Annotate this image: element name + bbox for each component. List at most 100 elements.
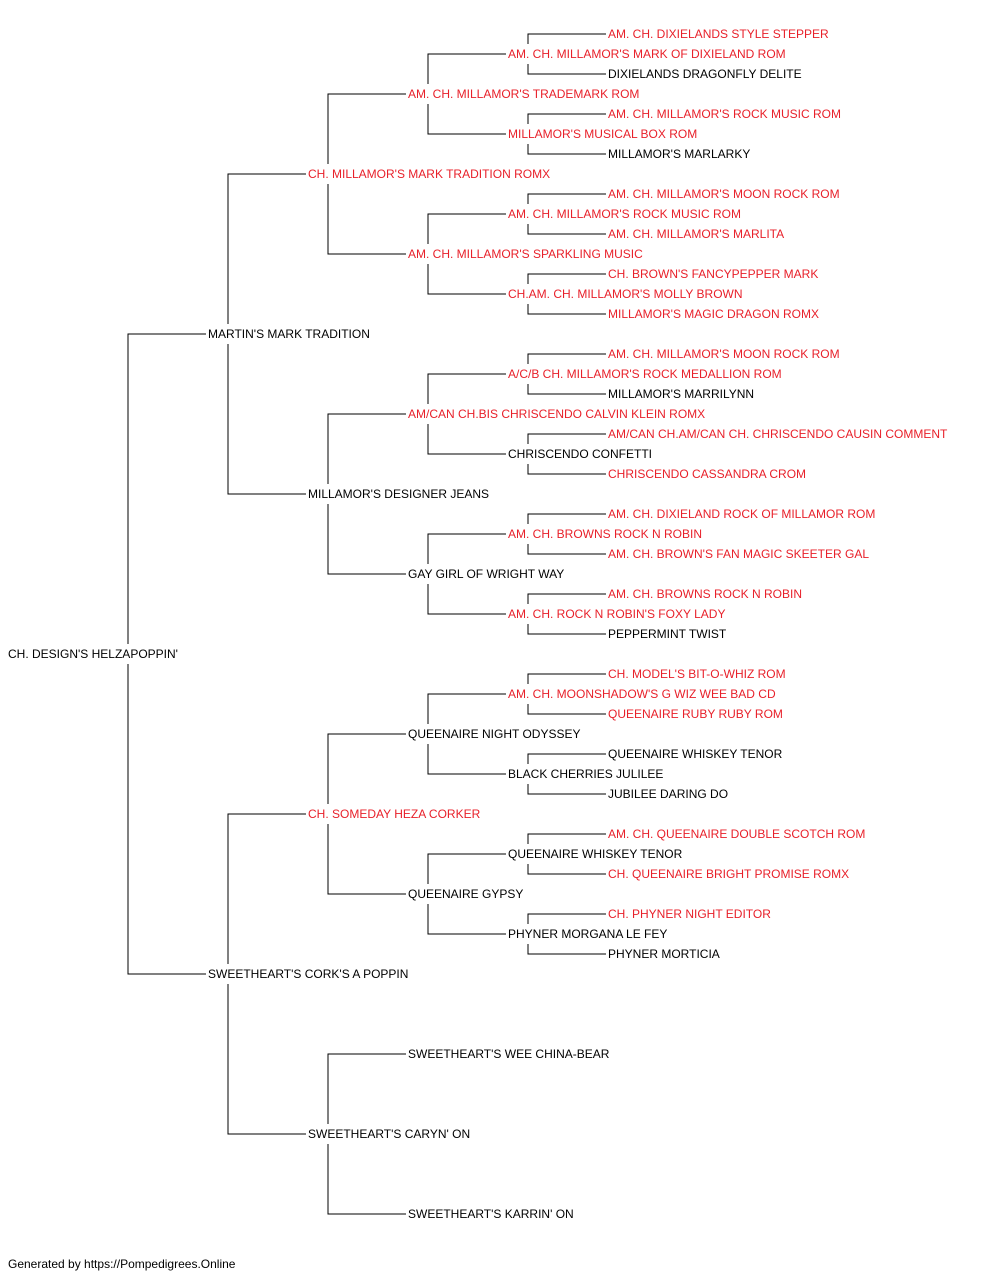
- ancestor-name: GAY GIRL OF WRIGHT WAY: [407, 567, 566, 581]
- ancestor-name: CH. BROWN'S FANCYPEPPER MARK: [607, 267, 820, 281]
- ancestor-name: AM. CH. BROWNS ROCK N ROBIN: [507, 527, 704, 541]
- ancestor-name: MARTIN'S MARK TRADITION: [207, 327, 371, 341]
- subject-name: CH. DESIGN'S HELZAPOPPIN': [7, 647, 179, 661]
- ancestor-name: AM/CAN CH.AM/CAN CH. CHRISCENDO CAUSIN C…: [607, 427, 949, 441]
- ancestor-name: MILLAMOR'S MARLARKY: [607, 147, 752, 161]
- ancestor-name: AM. CH. DIXIELAND ROCK OF MILLAMOR ROM: [607, 507, 877, 521]
- ancestor-name: CH. PHYNER NIGHT EDITOR: [607, 907, 772, 921]
- pedigree-connector: [327, 93, 406, 164]
- pedigree-connector: [227, 984, 306, 1135]
- pedigree-connector: [427, 213, 506, 244]
- pedigree-connector: [127, 333, 206, 644]
- pedigree-connector: [327, 824, 406, 895]
- ancestor-name: CH. MODEL'S BIT-O-WHIZ ROM: [607, 667, 787, 681]
- pedigree-connector: [527, 113, 606, 124]
- pedigree-connector: [527, 64, 606, 75]
- ancestor-name: SWEETHEART'S CORK'S A POPPIN: [207, 967, 410, 981]
- ancestor-name: QUEENAIRE NIGHT ODYSSEY: [407, 727, 582, 741]
- pedigree-connector: [327, 504, 406, 575]
- pedigree-connector: [527, 304, 606, 315]
- pedigree-connector: [527, 273, 606, 284]
- pedigree-connector: [527, 864, 606, 875]
- ancestor-name: AM. CH. QUEENAIRE DOUBLE SCOTCH ROM: [607, 827, 867, 841]
- ancestor-name: CH. SOMEDAY HEZA CORKER: [307, 807, 482, 821]
- pedigree-connector: [527, 544, 606, 555]
- ancestor-name: SWEETHEART'S KARRIN' ON: [407, 1207, 575, 1221]
- ancestor-name: CH. MILLAMOR'S MARK TRADITION ROMX: [307, 167, 552, 181]
- pedigree-connector: [527, 833, 606, 844]
- ancestor-name: AM. CH. ROCK N ROBIN'S FOXY LADY: [507, 607, 727, 621]
- pedigree-connector: [127, 664, 206, 975]
- pedigree-connector: [527, 384, 606, 395]
- ancestor-name: PHYNER MORTICIA: [607, 947, 721, 961]
- ancestor-name: AM/CAN CH.BIS CHRISCENDO CALVIN KLEIN RO…: [407, 407, 707, 421]
- ancestor-name: MILLAMOR'S MARRILYNN: [607, 387, 756, 401]
- ancestor-name: QUEENAIRE GYPSY: [407, 887, 525, 901]
- pedigree-connector: [227, 813, 306, 964]
- pedigree-connector: [527, 353, 606, 364]
- ancestor-name: AM. CH. MILLAMOR'S MOON ROCK ROM: [607, 347, 841, 361]
- pedigree-connector: [527, 433, 606, 444]
- ancestor-name: AM. CH. BROWNS ROCK N ROBIN: [607, 587, 804, 601]
- ancestor-name: DIXIELANDS DRAGONFLY DELITE: [607, 67, 803, 81]
- pedigree-connector: [327, 1053, 406, 1124]
- ancestor-name: AM. CH. MILLAMOR'S SPARKLING MUSIC: [407, 247, 644, 261]
- pedigree-connector: [527, 464, 606, 475]
- pedigree-connector: [427, 373, 506, 404]
- ancestor-name: PEPPERMINT TWIST: [607, 627, 728, 641]
- pedigree-connector: [327, 1144, 406, 1215]
- pedigree-connector: [527, 944, 606, 955]
- pedigree-connector: [227, 173, 306, 324]
- ancestor-name: JUBILEE DARING DO: [607, 787, 730, 801]
- pedigree-connector: [527, 593, 606, 604]
- pedigree-connector: [427, 904, 506, 935]
- pedigree-connector: [527, 513, 606, 524]
- ancestor-name: MILLAMOR'S MAGIC DRAGON ROMX: [607, 307, 820, 321]
- ancestor-name: SWEETHEART'S WEE CHINA-BEAR: [407, 1047, 611, 1061]
- pedigree-connector: [427, 53, 506, 84]
- pedigree-connector: [427, 693, 506, 724]
- pedigree-connector: [427, 264, 506, 295]
- ancestor-name: A/C/B CH. MILLAMOR'S ROCK MEDALLION ROM: [507, 367, 783, 381]
- pedigree-connector: [527, 753, 606, 764]
- pedigree-connector: [527, 624, 606, 635]
- ancestor-name: AM. CH. DIXIELANDS STYLE STEPPER: [607, 27, 830, 41]
- footer-credit: Generated by https://Pompedigrees.Online: [8, 1257, 236, 1271]
- ancestor-name: SWEETHEART'S CARYN' ON: [307, 1127, 472, 1141]
- pedigree-connector: [427, 533, 506, 564]
- ancestor-name: AM. CH. MILLAMOR'S MOON ROCK ROM: [607, 187, 841, 201]
- ancestor-name: AM. CH. MILLAMOR'S MARLITA: [607, 227, 786, 241]
- ancestor-name: AM. CH. MILLAMOR'S ROCK MUSIC ROM: [507, 207, 742, 221]
- pedigree-connector: [527, 673, 606, 684]
- ancestor-name: MILLAMOR'S MUSICAL BOX ROM: [507, 127, 699, 141]
- ancestor-name: QUEENAIRE WHISKEY TENOR: [507, 847, 684, 861]
- pedigree-connector: [527, 193, 606, 204]
- pedigree-connector: [427, 744, 506, 775]
- ancestor-name: AM. CH. MILLAMOR'S TRADEMARK ROM: [407, 87, 641, 101]
- ancestor-name: PHYNER MORGANA LE FEY: [507, 927, 669, 941]
- pedigree-connector: [227, 344, 306, 495]
- pedigree-connector: [427, 853, 506, 884]
- ancestor-name: CH.AM. CH. MILLAMOR'S MOLLY BROWN: [507, 287, 744, 301]
- ancestor-name: CHRISCENDO CONFETTI: [507, 447, 653, 461]
- ancestor-name: AM. CH. MILLAMOR'S MARK OF DIXIELAND ROM: [507, 47, 787, 61]
- pedigree-connector: [527, 704, 606, 715]
- pedigree-connector: [527, 144, 606, 155]
- pedigree-connector: [527, 33, 606, 44]
- ancestor-name: CH. QUEENAIRE BRIGHT PROMISE ROMX: [607, 867, 851, 881]
- pedigree-connector: [327, 184, 406, 255]
- ancestor-name: AM. CH. MILLAMOR'S ROCK MUSIC ROM: [607, 107, 842, 121]
- ancestor-name: AM. CH. BROWN'S FAN MAGIC SKEETER GAL: [607, 547, 870, 561]
- ancestor-name: CHRISCENDO CASSANDRA CROM: [607, 467, 808, 481]
- pedigree-connector: [527, 913, 606, 924]
- ancestor-name: BLACK CHERRIES JULILEE: [507, 767, 665, 781]
- pedigree-connector: [427, 584, 506, 615]
- pedigree-connector: [527, 224, 606, 235]
- pedigree-connector: [527, 784, 606, 795]
- ancestor-name: AM. CH. MOONSHADOW'S G WIZ WEE BAD CD: [507, 687, 777, 701]
- ancestor-name: QUEENAIRE WHISKEY TENOR: [607, 747, 784, 761]
- ancestor-name: MILLAMOR'S DESIGNER JEANS: [307, 487, 490, 501]
- pedigree-connector: [427, 424, 506, 455]
